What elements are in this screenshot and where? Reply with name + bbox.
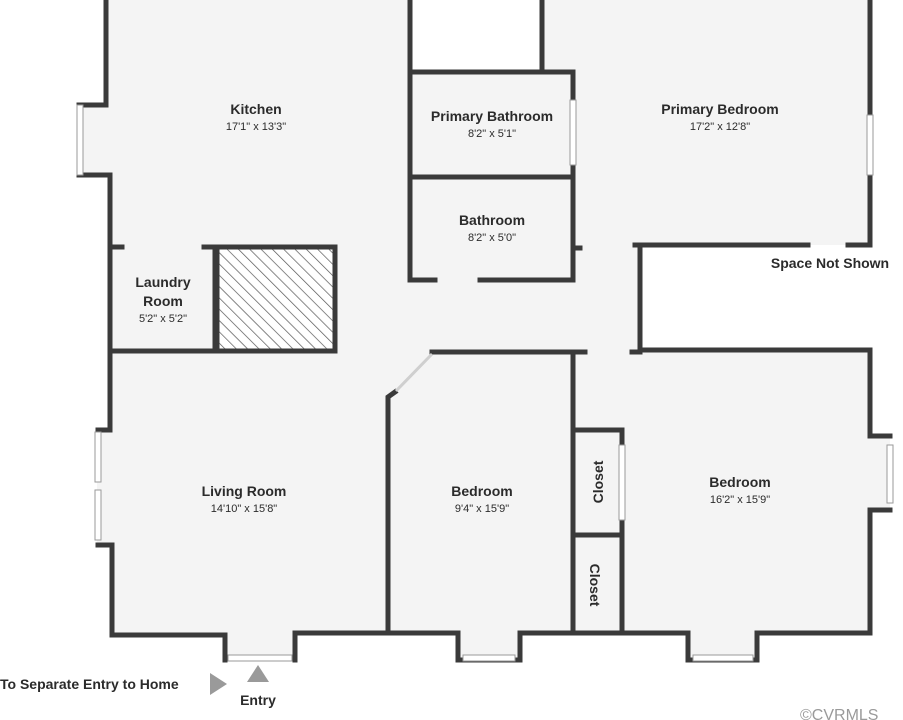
bathroom-dims: 8'2" x 5'0" (468, 232, 516, 244)
primary-bedroom-dims: 17'2" x 12'8" (690, 121, 750, 133)
laundry-room-name-line1: Laundry (135, 274, 190, 290)
primary-bathroom-dims: 8'2" x 5'1" (468, 128, 516, 140)
door-openings (394, 352, 434, 393)
wall-primary-bedroom-right-lower (845, 172, 873, 248)
walls (76, 0, 893, 663)
closet-upper-name: Closet (590, 460, 606, 503)
window-primary-bedroom-right (866, 114, 874, 176)
bedroom-right-name: Bedroom (709, 474, 770, 490)
laundry-room-name-line2: Room (143, 293, 183, 309)
wall-right-bay (622, 507, 893, 663)
primary-bathroom-name: Primary Bathroom (431, 108, 553, 124)
wall-bath-bottom (477, 245, 583, 283)
space-not-shown-note: Space Not Shown (771, 255, 889, 271)
entry-arrow-icon (247, 665, 269, 682)
window-living-left-2 (94, 489, 102, 541)
wall-kitchen-left (76, 0, 109, 108)
separate-entry-arrow-icon (210, 673, 227, 695)
wall-center-bedroom (385, 388, 399, 636)
wall-kitchen-right (407, 0, 438, 283)
window-closet (618, 444, 626, 521)
window-living-left-1 (94, 431, 102, 483)
bedroom-center-dims: 9'4" x 15'9" (455, 503, 509, 515)
windows (76, 99, 894, 662)
window-center-bay (462, 654, 516, 662)
wall-living-left (95, 542, 228, 638)
wall-closet-upper (570, 427, 625, 448)
wall-living-bottom-right (292, 630, 461, 638)
closet-lower-name: Closet (587, 564, 603, 607)
entry-note: Entry (240, 692, 276, 708)
floor-area (77, 0, 890, 660)
diagonal-door (394, 352, 434, 393)
room-labels: Kitchen 17'1" x 13'3" Primary Bathroom 8… (135, 101, 778, 607)
wall-right-upper (637, 242, 893, 439)
window-kitchen-left (76, 104, 84, 176)
watermark: ©CVRMLS (800, 707, 878, 720)
window-right-bedroom-right (886, 444, 894, 504)
laundry-room-dims: 5'2" x 5'2" (139, 313, 187, 325)
bathroom-name: Bathroom (459, 212, 525, 228)
primary-bedroom-name: Primary Bedroom (661, 101, 778, 117)
window-primary-bath (569, 99, 577, 166)
window-right-bay (692, 654, 754, 662)
bedroom-right-dims: 16'2" x 15'9" (710, 494, 770, 506)
living-room-name: Living Room (202, 483, 287, 499)
window-living-bay (227, 654, 293, 662)
kitchen-dims: 17'1" x 13'3" (226, 121, 286, 133)
floor-main (77, 0, 890, 660)
wall-kitchen-left-lower (76, 172, 113, 433)
separate-entry-note: To Separate Entry to Home (0, 676, 179, 692)
bedroom-center-name: Bedroom (451, 483, 512, 499)
wall-center-bay (455, 630, 628, 663)
living-room-dims: 14'10" x 15'8" (211, 503, 278, 515)
kitchen-name: Kitchen (230, 101, 281, 117)
hatched-area (214, 244, 338, 354)
